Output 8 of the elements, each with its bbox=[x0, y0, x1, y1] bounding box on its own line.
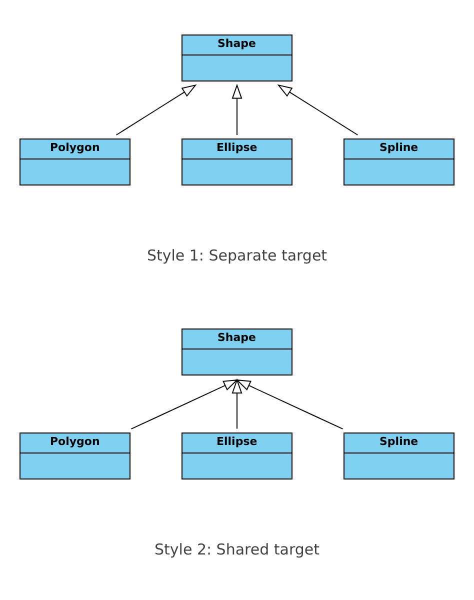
label: Style 2: Shared target bbox=[154, 540, 320, 558]
label: Style 1: Separate target bbox=[146, 246, 328, 264]
arrow bbox=[232, 378, 242, 430]
arrow bbox=[116, 84, 197, 136]
arrow bbox=[130, 379, 238, 430]
arrow bbox=[236, 379, 344, 430]
arrow bbox=[277, 84, 358, 136]
arrow bbox=[232, 84, 242, 136]
